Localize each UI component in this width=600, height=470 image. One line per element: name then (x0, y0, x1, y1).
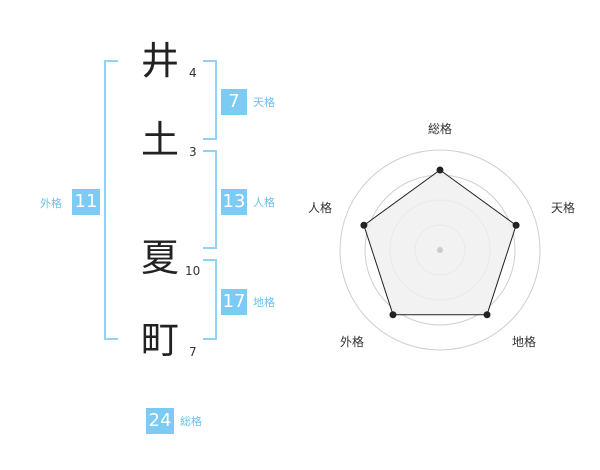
radar-point-2 (512, 221, 520, 229)
name-char-3: 夏 (140, 236, 179, 280)
radar-center-dot (437, 247, 443, 253)
gaikaku-bracket (104, 60, 118, 340)
name-char-1: 井 (140, 39, 179, 83)
stroke-count-3: 10 (185, 264, 201, 278)
stroke-count-2: 3 (189, 145, 197, 159)
jinkaku-label: 人格 (253, 196, 275, 209)
radar-ring-4 (339, 149, 541, 351)
name-char-2: 土 (140, 118, 179, 162)
jinkaku-badge: 13 (221, 189, 247, 215)
radar-value-polygon (363, 169, 517, 316)
gaikaku-badge: 11 (72, 189, 100, 215)
chikaku-label: 地格 (253, 296, 275, 309)
stroke-count-4: 7 (189, 345, 197, 359)
radar-axis-label-soukaku: 総格 (428, 121, 452, 136)
radar-axis-label-gaikaku: 外格 (340, 334, 364, 349)
tenkaku-bracket (203, 60, 217, 140)
gaikaku-label: 外格 (40, 197, 62, 210)
tenkaku-badge: 7 (221, 89, 247, 115)
radar-axis-label-tenkaku: 天格 (551, 200, 575, 215)
stroke-count-1: 4 (189, 66, 197, 80)
tenkaku-label: 天格 (253, 96, 275, 109)
chikaku-badge: 17 (221, 289, 247, 315)
name-char-4: 町 (140, 318, 179, 362)
radar-point-3 (483, 311, 491, 319)
soukaku-label: 総格 (180, 415, 202, 428)
radar-point-5 (360, 221, 368, 229)
radar-point-1 (436, 166, 444, 174)
radar-axis-label-chikaku: 地格 (512, 334, 536, 349)
radar-point-4 (389, 311, 397, 319)
soukaku-badge: 24 (146, 408, 174, 434)
jinkaku-bracket (203, 150, 217, 249)
radar-axis-label-jinkaku: 人格 (308, 200, 332, 215)
chikaku-bracket (203, 259, 217, 340)
